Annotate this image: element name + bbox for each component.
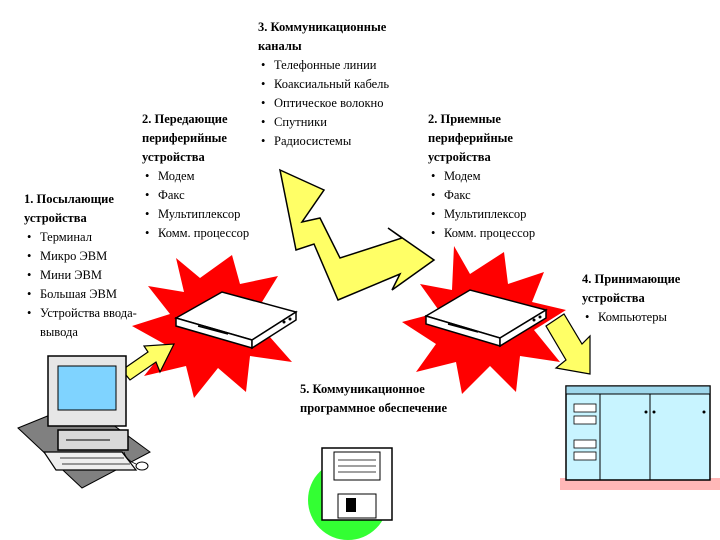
list-item: Устройства ввода-вывода (24, 304, 142, 342)
arrow-to-server (545, 313, 591, 375)
list-item: Комм. процессор (428, 224, 560, 243)
transmit-devices-block: 2. Передающие периферийные устройства Мо… (142, 110, 274, 243)
server-cabinet-icon (560, 385, 720, 490)
desktop-computer-icon (17, 355, 151, 489)
list-item: Большая ЭВМ (24, 285, 142, 304)
list-item: Терминал (24, 228, 142, 247)
list-item: Факс (428, 186, 560, 205)
receive-periph-title: 2. Приемные периферийные устройства (428, 112, 513, 164)
sending-devices-block: 1. Посылающие устройства Терминал Микро … (24, 190, 142, 342)
modem-icon (424, 289, 548, 348)
arrow-to-left-modem (121, 343, 176, 381)
list-item: Спутники (258, 113, 418, 132)
list-item: Радиосистемы (258, 132, 418, 151)
list-item: Факс (142, 186, 274, 205)
floppy-disk-icon (308, 447, 393, 540)
list-item: Телефонные линии (258, 56, 418, 75)
list-item: Модем (142, 167, 274, 186)
modem-icon (174, 291, 298, 350)
list-item: Мини ЭВМ (24, 266, 142, 285)
list-item: Микро ЭВМ (24, 247, 142, 266)
list-item: Компьютеры (582, 308, 702, 327)
list-item: Мультиплексор (142, 205, 274, 224)
receiving-devices-block: 4. Принимающие устройства Компьютеры (582, 270, 702, 327)
list-item: Мультиплексор (428, 205, 560, 224)
list-item: Оптическое волокно (258, 94, 418, 113)
lightning-bolt-icon (278, 168, 436, 301)
software-block: 5. Коммуникационное программное обеспече… (300, 380, 460, 418)
receiving-devices-title: 4. Принимающие устройства (582, 272, 681, 305)
list-item: Модем (428, 167, 560, 186)
software-title: 5. Коммуникационное программное обеспече… (300, 382, 448, 415)
channels-title: 3. Коммуникационные каналы (258, 20, 387, 53)
transmit-devices-title: 2. Передающие периферийные устройства (142, 112, 228, 164)
sending-devices-title: 1. Посылающие устройства (24, 192, 114, 225)
receive-periph-block: 2. Приемные периферийные устройства Моде… (428, 110, 560, 243)
list-item: Коаксиальный кабель (258, 75, 418, 94)
channels-block: 3. Коммуникационные каналы Телефонные ли… (258, 18, 418, 151)
list-item: Комм. процессор (142, 224, 274, 243)
